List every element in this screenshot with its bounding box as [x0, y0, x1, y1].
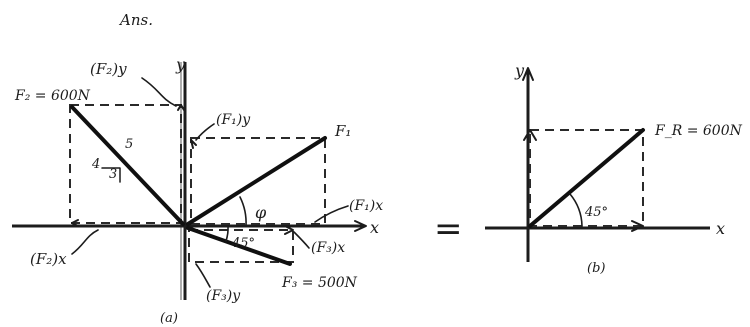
f1-component-box	[190, 137, 326, 225]
fr-angle-arc	[569, 193, 583, 227]
f2x-leader	[71, 229, 99, 255]
f3-component-box	[188, 229, 294, 263]
f3x-arrowhead	[284, 225, 294, 235]
diagram-b-y-label: y	[514, 61, 525, 80]
f3x-leader	[293, 231, 310, 249]
f2y-leader	[141, 77, 177, 107]
ans-label: Ans.	[118, 11, 153, 29]
angle-45-label: 45°	[231, 236, 255, 251]
f1x-leader	[314, 205, 349, 223]
slope-triangle	[101, 167, 121, 183]
fr-force-vector	[528, 128, 645, 228]
f2y-label: (F₂)y	[90, 60, 127, 78]
f2x-arrowhead	[71, 219, 79, 227]
f1y-leader	[195, 123, 215, 141]
f2-label: F₂ = 600N	[14, 88, 91, 104]
slope-5: 5	[125, 137, 133, 152]
fr-y-arrowhead	[523, 129, 537, 141]
f1y-label: (F₁)y	[216, 112, 251, 128]
f3-force-vector	[186, 226, 292, 266]
f2y-arrowhead	[177, 104, 185, 111]
diagram-b-y-arrowhead	[522, 67, 534, 81]
f3x-label: (F₃)x	[311, 240, 345, 256]
phi-label: φ	[255, 203, 267, 222]
diagram-b-caption: (b)	[587, 261, 605, 276]
f1-label: F₁	[334, 122, 351, 140]
equals-sign: =	[434, 209, 463, 249]
slope-4: 4	[91, 157, 100, 172]
f2x-label: (F₂)x	[30, 250, 67, 268]
slope-3: 3	[109, 167, 117, 182]
f1-force-vector	[186, 136, 327, 226]
f1x-label: (F₁)x	[349, 198, 383, 214]
f3y-leader	[195, 263, 211, 288]
diagram-a-x-arrowhead	[354, 220, 367, 232]
f2-component-box	[69, 104, 182, 224]
f2-force-vector	[70, 105, 185, 226]
f3-label: F₃ = 500N	[281, 275, 358, 291]
fr-x-arrowhead	[631, 220, 644, 232]
diagram-a: y x F₂ = 600N (F₂)y (F₂)x 5 4 3 F₁ (F₁)y…	[12, 55, 383, 326]
fr-label: F_R = 600N	[654, 123, 743, 139]
phi-arc	[239, 196, 247, 227]
diagram-b-x-label: x	[716, 219, 725, 238]
f3y-label: (F₃)y	[206, 288, 241, 304]
f1y-arrowhead	[190, 139, 197, 149]
diagram-a-x-label: x	[370, 218, 379, 237]
fr-angle-label: 45°	[584, 205, 608, 220]
diagram-a-caption: (a)	[160, 311, 178, 326]
diagram-b: y x 45° F_R = 600N (b)	[485, 61, 743, 276]
diagram-a-y-label: y	[175, 55, 186, 74]
angle-45-arc	[225, 225, 229, 242]
